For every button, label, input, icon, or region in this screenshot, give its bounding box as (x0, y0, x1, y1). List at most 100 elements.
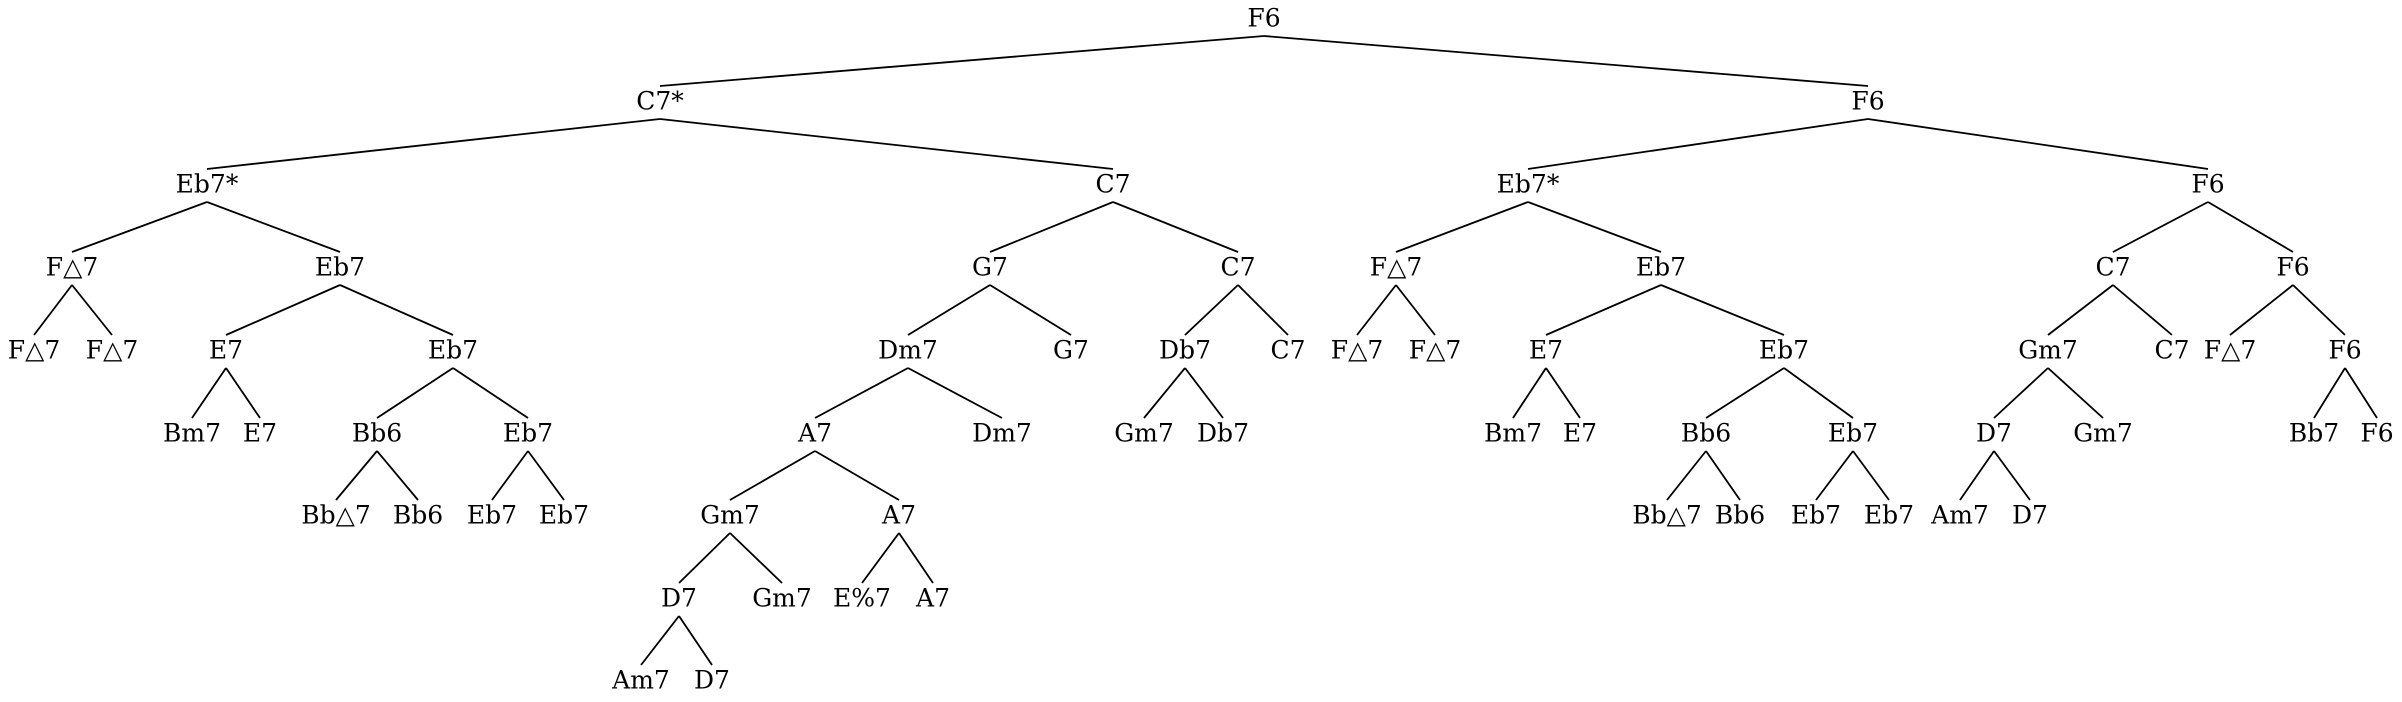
tree-edge (1143, 367, 1186, 419)
tree-edge (491, 450, 529, 501)
tree-node-eb7: Eb7 (467, 501, 517, 530)
tree-edge (2344, 367, 2378, 419)
tree-edge (191, 367, 227, 419)
tree-edge (814, 450, 900, 501)
tree-node-f6: F6 (1247, 4, 1280, 33)
tree-node-c7: C7 (2095, 253, 2130, 282)
tree-node-d7: D7 (2012, 501, 2048, 530)
tree-edge (339, 284, 454, 336)
tree-node-a7: A7 (797, 419, 832, 448)
tree-edge (1184, 284, 1239, 336)
tree-edge (376, 450, 419, 501)
tree-edge (640, 615, 680, 666)
tree-edge (1815, 450, 1854, 501)
tree-edge (907, 367, 1003, 419)
tree-edge (1395, 201, 1529, 253)
tree-node-f-maj7: F△7 (1370, 253, 1422, 282)
tree-node-e7: E7 (1529, 336, 1563, 365)
tree-edge (1184, 367, 1224, 419)
tree-node-eb7: Eb7 (1636, 253, 1686, 282)
tree-edge (376, 367, 454, 419)
tree-node-eb7: Eb7 (539, 501, 589, 530)
tree-node-eb7-star: Eb7* (1497, 170, 1560, 199)
tree-node-bm7: Bm7 (163, 419, 221, 448)
tree-node-f6: F6 (2191, 170, 2224, 199)
tree-node-f-maj7: F△7 (2204, 336, 2256, 365)
tree-node-gm7: Gm7 (752, 584, 812, 613)
tree-edge (1112, 201, 1239, 253)
tree-edge (2112, 201, 2209, 253)
tree-node-db7: Db7 (1197, 419, 1249, 448)
tree-edge (898, 532, 934, 584)
tree-edge (2313, 367, 2346, 419)
tree-node-eb7: Eb7 (1864, 501, 1914, 530)
tree-edge (2229, 284, 2294, 336)
tree-edge (527, 450, 565, 501)
tree-node-gm7: Gm7 (1114, 419, 1174, 448)
tree-node-a7: A7 (881, 501, 916, 530)
tree-node-eb7-star: Eb7* (176, 170, 239, 199)
tree-node-bb6: Bb6 (352, 419, 402, 448)
tree-edge (1512, 367, 1547, 419)
tree-node-bb6: Bb6 (1681, 419, 1731, 448)
tree-node-bb-maj7: Bb△7 (1632, 501, 1702, 530)
tree-node-f-maj7: F△7 (1331, 336, 1383, 365)
tree-edge (907, 284, 991, 336)
tree-node-am7: Am7 (1930, 501, 1989, 530)
tree-edge (452, 367, 529, 419)
tree-edge (71, 284, 113, 336)
tree-node-c7: C7 (1220, 253, 1255, 282)
tree-edge (678, 532, 731, 584)
tree-node-gm7: Gm7 (2073, 419, 2133, 448)
tree-edge (1783, 367, 1854, 419)
tree-node-g7: G7 (1053, 336, 1089, 365)
tree-node-d7: D7 (661, 584, 697, 613)
tree-edges (33, 35, 2378, 666)
tree-node-a7: A7 (915, 584, 950, 613)
tree-edge (814, 367, 909, 419)
tree-edge (1263, 35, 1869, 87)
tree-node-f-maj7: F△7 (8, 336, 60, 365)
tree-node-e7: E7 (1563, 419, 1597, 448)
tree-node-am7: Am7 (611, 666, 670, 695)
tree-edge (989, 201, 1114, 253)
tree-edge (206, 201, 341, 253)
tree-edge (678, 615, 713, 666)
tree-edge (1993, 367, 2049, 419)
tree-node-f6: F6 (1851, 87, 1884, 116)
tree-node-dm7: Dm7 (878, 336, 938, 365)
tree-node-e-pct7: E%7 (833, 584, 891, 613)
tree-node-eb7: Eb7 (1791, 501, 1841, 530)
tree-edge (861, 532, 900, 584)
tree-edge (2292, 284, 2346, 336)
tree-node-c7: C7 (1095, 170, 1130, 199)
tree-edge (206, 118, 661, 170)
tree-node-c7-star: C7* (636, 87, 684, 116)
tree-edge (33, 284, 73, 336)
tree-node-bb6: Bb6 (393, 501, 443, 530)
tree-edge (1545, 367, 1581, 419)
tree-node-e7: E7 (209, 336, 243, 365)
tree-edge (1666, 450, 1707, 501)
tree-edge (1395, 284, 1436, 336)
tree-edge (1852, 450, 1890, 501)
tree-edge (729, 532, 783, 584)
tree-node-f-maj7: F△7 (46, 253, 98, 282)
tree-edge (335, 450, 378, 501)
tree-node-c7: C7 (2154, 336, 2189, 365)
tree-edge (2112, 284, 2173, 336)
tree-edge (1867, 118, 2209, 170)
tree-node-f6: F6 (2360, 419, 2393, 448)
tree-edge (1527, 118, 1869, 170)
tree-edge (1545, 284, 1662, 336)
tree-edge (1993, 450, 2031, 501)
tree-edge (1527, 201, 1662, 253)
tree-node-eb7: Eb7 (315, 253, 365, 282)
tree-node-g7: G7 (972, 253, 1008, 282)
tree-edge (2047, 284, 2114, 336)
tree-edge (659, 118, 1114, 170)
tree-edge (1959, 450, 1995, 501)
tree-node-db7: Db7 (1159, 336, 1211, 365)
